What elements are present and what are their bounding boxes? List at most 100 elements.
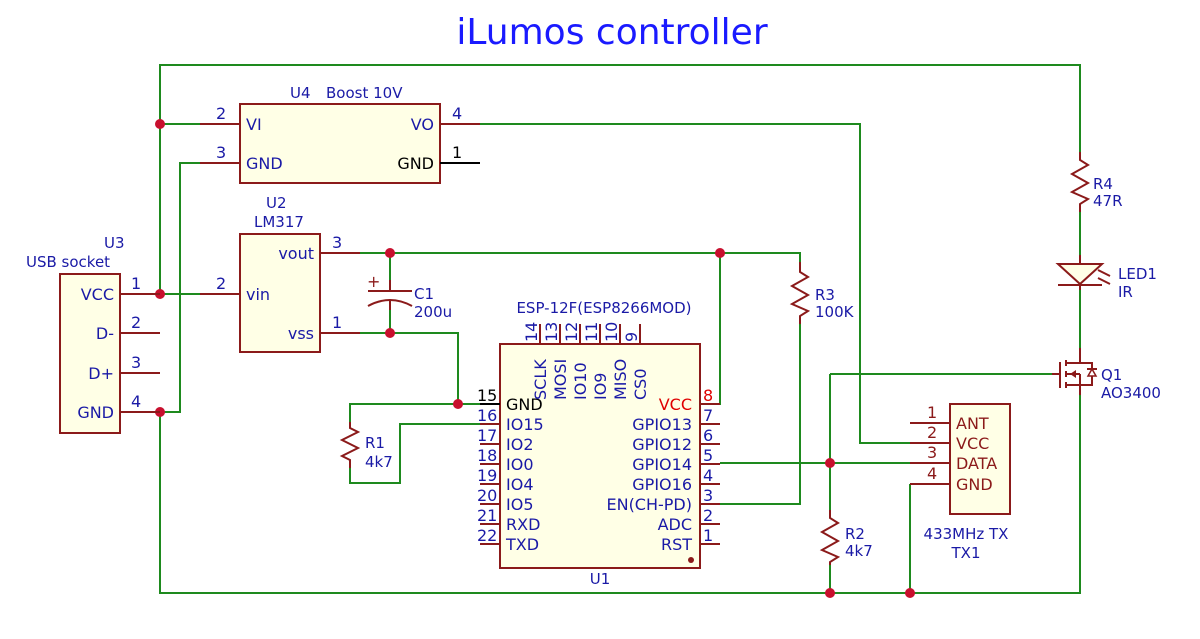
u2-value: LM317 xyxy=(254,213,304,231)
r4-value: 47R xyxy=(1093,192,1123,210)
tx1-transmitter: ANT 1 VCC 2 DATA 3 GND 4 433MHz TX TX1 xyxy=(910,403,1011,562)
wire-bottom-rail xyxy=(159,395,1081,594)
svg-text:DATA: DATA xyxy=(956,454,997,473)
q1-value: AO3400 xyxy=(1101,384,1161,402)
u3-usb-socket: U3 USB socket VCC 1 D- 2 D+ 3 GND 4 xyxy=(26,234,160,434)
u2-pin-vss: vss xyxy=(288,324,314,343)
u4-pin-gnd2: GND xyxy=(397,154,434,173)
r4-ref: R4 xyxy=(1093,175,1113,193)
r2-ref: R2 xyxy=(845,525,865,543)
u2-ref: U2 xyxy=(266,194,287,212)
u4-value: Boost 10V xyxy=(326,84,403,102)
svg-text:D+: D+ xyxy=(88,364,114,383)
svg-text:1: 1 xyxy=(131,274,141,293)
u1-pin-adc: ADC xyxy=(658,515,692,534)
u1-esp12f: ESP-12F(ESP8266MOD) U1 xyxy=(499,299,701,588)
wire-r3-en xyxy=(720,324,801,505)
u2-lm317: U2 LM317 vin 2 vout 3 vss 1 xyxy=(200,194,360,353)
svg-text:1: 1 xyxy=(332,313,342,332)
svg-text:VCC: VCC xyxy=(956,434,989,453)
led1-value: IR xyxy=(1118,283,1133,301)
u1-pin-io10: IO10 xyxy=(571,362,590,400)
u1-pin-num: 18 xyxy=(477,446,497,465)
r1-resistor: R1 4k7 xyxy=(339,422,393,471)
u1-pin-gpio14: GPIO14 xyxy=(632,455,692,474)
u1-pin-io15: IO15 xyxy=(506,415,544,434)
wire-vout-r3 xyxy=(360,252,801,262)
u1-pin-num: 15 xyxy=(477,386,497,405)
junction xyxy=(155,119,165,129)
u1-pins: GND15IO1516IO217IO018IO419IO520RXD21TXD2… xyxy=(477,322,720,554)
u1-pin-num: 3 xyxy=(703,486,713,505)
wire-vout-vcc xyxy=(700,253,721,405)
svg-text:D-: D- xyxy=(96,324,114,343)
u1-pin-mosi: MOSI xyxy=(551,359,570,400)
r3-body xyxy=(789,262,811,324)
svg-text:3: 3 xyxy=(927,443,937,462)
u1-pin-num: 13 xyxy=(542,322,561,342)
u1-pin-gpio13: GPIO13 xyxy=(632,415,692,434)
r3-value: 100K xyxy=(815,303,855,321)
u1-pin-gpio12: GPIO12 xyxy=(632,435,692,454)
u1-pin-num: 4 xyxy=(703,466,713,485)
r1-value: 4k7 xyxy=(365,453,393,471)
tx1-ref: TX1 xyxy=(951,544,981,562)
u4-pin-gnd: GND xyxy=(246,154,283,173)
junction xyxy=(385,248,395,258)
u1-pin-num: 9 xyxy=(622,332,641,342)
u1-pin-num: 8 xyxy=(703,386,713,405)
svg-text:1: 1 xyxy=(927,403,937,422)
tx1-body xyxy=(949,403,1011,515)
u1-pin-num: 7 xyxy=(703,406,713,425)
u1-pin-io2: IO2 xyxy=(506,435,534,454)
r2-body xyxy=(819,510,841,565)
wire-vcc-vi xyxy=(120,123,200,295)
q1-arrow-icon xyxy=(1070,370,1076,378)
u1-pin-num: 17 xyxy=(477,426,497,445)
u1-pin-num: 1 xyxy=(703,526,713,545)
u1-pin-num: 21 xyxy=(477,506,497,525)
c1-value: 200u xyxy=(414,303,452,321)
svg-text:GND: GND xyxy=(77,403,114,422)
r1-body xyxy=(339,422,361,468)
svg-text:4: 4 xyxy=(927,464,937,483)
u1-pin-gnd: GND xyxy=(506,395,543,414)
u1-pin-io9: IO9 xyxy=(591,373,610,401)
c1-plus: + xyxy=(367,272,380,291)
c1-ref: C1 xyxy=(414,285,434,303)
q1-mosfet: Q1 AO3400 xyxy=(1052,348,1161,402)
u1-pin-rst: RST xyxy=(661,535,692,554)
svg-text:3: 3 xyxy=(332,233,342,252)
junction xyxy=(825,588,835,598)
svg-text:GND: GND xyxy=(956,475,993,494)
u4-boost: U4 Boost 10V VI 2 GND 3 VO 4 GND 1 xyxy=(200,84,480,184)
svg-text:3: 3 xyxy=(216,143,226,162)
junction xyxy=(715,248,725,258)
r1-ref: R1 xyxy=(365,434,385,452)
svg-text:4: 4 xyxy=(131,392,141,411)
u4-pin-vo: VO xyxy=(411,115,434,134)
wire-r1-io15 xyxy=(349,423,480,484)
svg-text:4: 4 xyxy=(452,104,462,123)
wire-vss-gnd xyxy=(320,332,480,405)
q1-body-diode-icon xyxy=(1086,367,1098,377)
c1-plate-bottom xyxy=(367,299,413,307)
wire-r1-top xyxy=(349,403,458,422)
u1-pin-num: 19 xyxy=(477,466,497,485)
u2-body xyxy=(239,233,321,353)
u4-pin-vi: VI xyxy=(246,115,262,134)
r2-value: 4k7 xyxy=(845,542,873,560)
wire-vo-tx-vcc xyxy=(480,123,910,444)
svg-text:3: 3 xyxy=(131,353,141,372)
u1-pin-num: 12 xyxy=(562,322,581,342)
r2-resistor: R2 4k7 xyxy=(819,510,873,565)
u1-pin-num: 16 xyxy=(477,406,497,425)
u3-ref: U3 xyxy=(104,234,125,252)
u1-pin-vcc: VCC xyxy=(659,395,692,414)
junction xyxy=(385,328,395,338)
led1-body xyxy=(1055,263,1105,286)
u1-pin-io0: IO0 xyxy=(506,455,534,474)
u1-pin-gpio16: GPIO16 xyxy=(632,475,692,494)
